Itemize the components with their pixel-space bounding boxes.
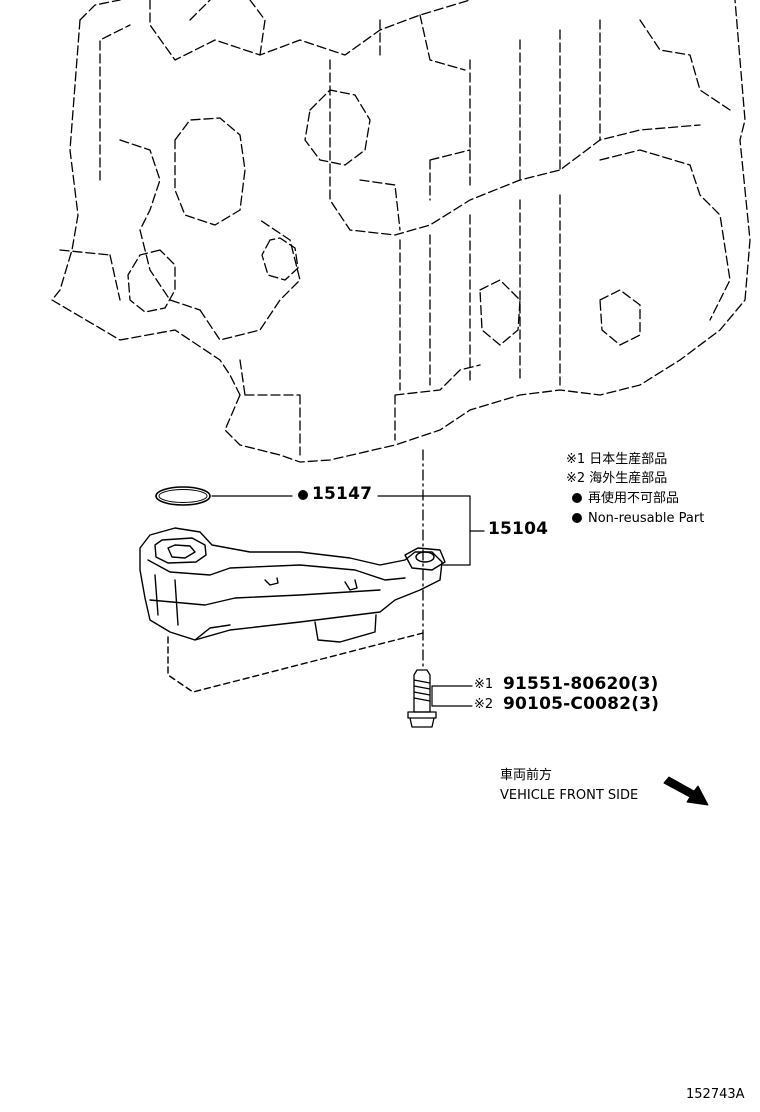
bolt-japan-mark: ※1 [474,677,494,692]
legend-overseas-production: ※2 海外生産部品 [566,471,668,486]
part-number-bolt-overseas: 90105-C0082(3) [503,694,660,714]
legend-japan-production: ※1 日本生産部品 [566,452,668,467]
illustration-id: 152743A [686,1087,745,1102]
front-direction-arrow [663,776,709,806]
oring-part [155,486,211,506]
non-reusable-mark-legend-en [572,513,582,523]
leader-lines [211,495,485,707]
oil-strainer-part [139,527,446,693]
part-number-bolt-japan: 91551-80620(3) [503,674,659,694]
front-direction-label-jp: 車両前方 [500,768,553,783]
part-number-oring: 15147 [312,484,373,504]
legend-non-reusable-en: Non-reusable Part [588,511,705,526]
engine-block-outline [51,0,751,463]
non-reusable-mark-oring [298,490,308,500]
part-number-strainer: 15104 [488,519,549,539]
legend-non-reusable-jp: 再使用不可部品 [588,491,680,506]
bolt-overseas-mark: ※2 [474,697,494,712]
bolt-part [407,669,437,728]
non-reusable-mark-legend-jp [572,493,582,503]
front-direction-label-en: VEHICLE FRONT SIDE [500,788,639,803]
